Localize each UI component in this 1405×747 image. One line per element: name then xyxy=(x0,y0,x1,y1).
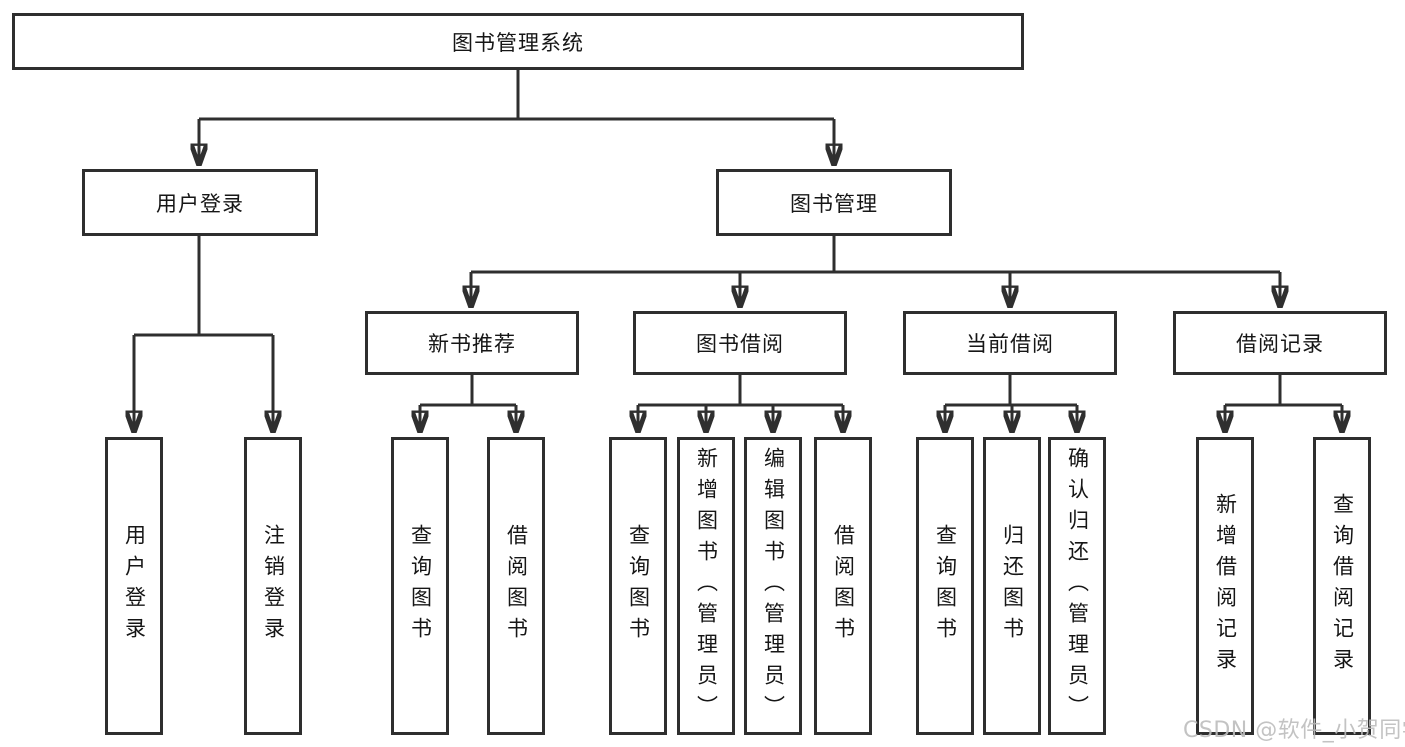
node-book-management: 图书管理 xyxy=(716,169,952,236)
connector-book-borrow xyxy=(638,375,843,433)
node-current-borrow: 当前借阅 xyxy=(903,311,1117,375)
leaf-query-books: 查询图书 xyxy=(391,437,449,735)
leaf-add-borrow-record: 新增借阅记录 xyxy=(1196,437,1254,735)
node-root-library-system: 图书管理系统 xyxy=(12,13,1024,70)
node-borrow-records: 借阅记录 xyxy=(1173,311,1387,375)
leaf-query-books: 查询图书 xyxy=(916,437,974,735)
leaf-edit-books-admin: 编辑图书（管理员） xyxy=(744,437,802,735)
connector-current-borrow xyxy=(945,375,1077,433)
leaf-query-books: 查询图书 xyxy=(609,437,667,735)
leaf-borrow-books: 借阅图书 xyxy=(814,437,872,735)
connector-root xyxy=(199,70,834,166)
leaf-query-borrow-record: 查询借阅记录 xyxy=(1313,437,1371,735)
leaf-add-books-admin: 新增图书（管理员） xyxy=(677,437,735,735)
connector-new-book xyxy=(420,375,516,433)
connector-borrow-records xyxy=(1225,375,1342,433)
node-user-login: 用户登录 xyxy=(82,169,318,236)
leaf-return-books: 归还图书 xyxy=(983,437,1041,735)
leaf-logout: 注销登录 xyxy=(244,437,302,735)
leaf-confirm-return-admin: 确认归还（管理员） xyxy=(1048,437,1106,735)
node-new-book-recommend: 新书推荐 xyxy=(365,311,579,375)
leaf-borrow-books: 借阅图书 xyxy=(487,437,545,735)
csdn-watermark: CSDN @软件_小贺同学 xyxy=(1183,718,1405,743)
leaf-user-login: 用户登录 xyxy=(105,437,163,735)
connector-book-management xyxy=(471,236,1280,308)
connector-user-login xyxy=(134,236,273,433)
node-book-borrow: 图书借阅 xyxy=(633,311,847,375)
